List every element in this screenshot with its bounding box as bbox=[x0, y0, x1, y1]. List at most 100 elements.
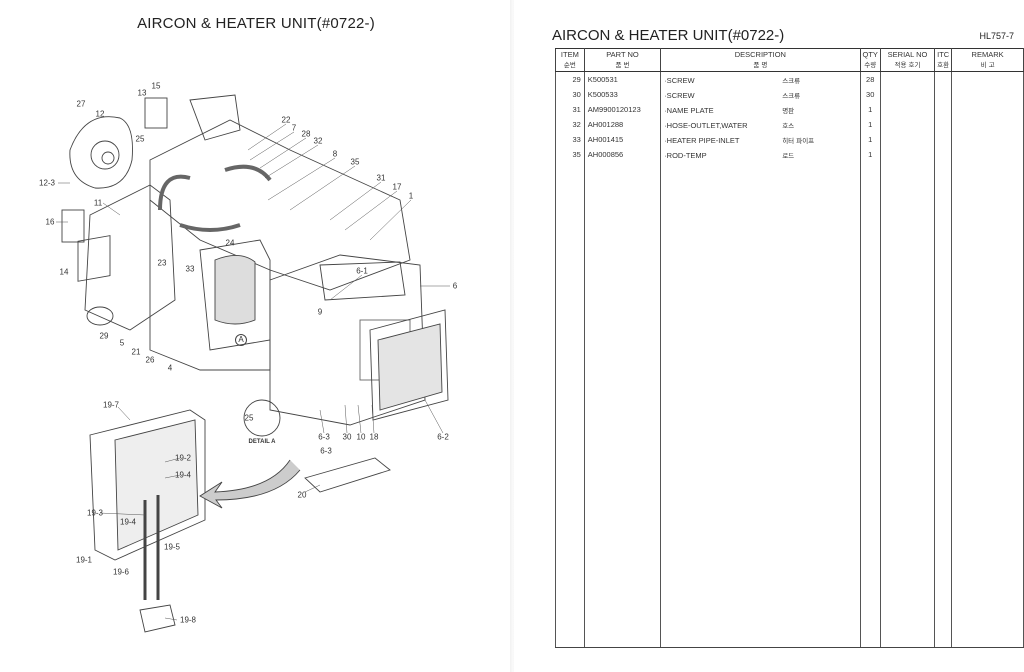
callout-label: 26 bbox=[145, 355, 155, 365]
itc bbox=[934, 117, 953, 132]
callout-label: 21 bbox=[131, 347, 141, 357]
callout-label: 19-6 bbox=[112, 567, 130, 577]
catalog-code: HL757-7 bbox=[979, 31, 1014, 41]
itc bbox=[934, 102, 953, 117]
callout-label: 19-8 bbox=[179, 615, 197, 625]
filter-drawing bbox=[369, 309, 449, 421]
description-en: ·ROD-TEMP bbox=[664, 150, 707, 160]
evaporator-core-drawing bbox=[89, 409, 206, 561]
callout-label: 16 bbox=[45, 217, 55, 227]
remark bbox=[951, 87, 1024, 102]
callout-label: 6-3 bbox=[320, 446, 332, 456]
empty-cell bbox=[660, 162, 861, 648]
itc bbox=[934, 147, 953, 162]
itc bbox=[934, 87, 953, 102]
callout-label: 11 bbox=[93, 198, 103, 208]
callout-label: 24 bbox=[225, 238, 235, 248]
callout-label: 8 bbox=[332, 149, 338, 159]
callout-label: 18 bbox=[369, 432, 379, 442]
serial-no bbox=[879, 132, 936, 147]
serial-no bbox=[879, 71, 936, 87]
serial-no bbox=[879, 117, 936, 132]
callout-label: 31 bbox=[376, 173, 386, 183]
itc bbox=[934, 132, 953, 147]
actuator-15-drawing bbox=[144, 97, 168, 129]
callout-label: 19-2 bbox=[174, 453, 192, 463]
remark bbox=[951, 132, 1024, 147]
part-number: AH001415 bbox=[583, 132, 662, 147]
description-en: ·SCREW bbox=[664, 90, 695, 100]
callout-label: 9 bbox=[317, 307, 323, 317]
item-number: 32 bbox=[555, 117, 585, 132]
serial-no bbox=[879, 87, 936, 102]
callout-label: 12-3 bbox=[38, 178, 56, 188]
callout-label: 28 bbox=[301, 129, 311, 139]
table-empty-area bbox=[555, 162, 1024, 648]
callout-label: 5 bbox=[119, 338, 125, 348]
callout-label: 17 bbox=[392, 182, 402, 192]
empty-cell bbox=[934, 162, 953, 648]
callout-label: A bbox=[235, 334, 247, 346]
callout-label: 7 bbox=[291, 123, 297, 133]
callout-label: 1 bbox=[408, 191, 414, 201]
remark bbox=[951, 117, 1024, 132]
callout-label: 6 bbox=[452, 281, 458, 291]
callout-label: 19-7 bbox=[102, 400, 120, 410]
callout-label: 13 bbox=[137, 88, 147, 98]
callout-label: 25 bbox=[244, 413, 254, 423]
item-number: 35 bbox=[555, 147, 585, 162]
description-ko: 명판 bbox=[782, 106, 795, 115]
part-number: K500531 bbox=[583, 71, 662, 87]
quantity: 28 bbox=[859, 71, 881, 87]
diagram-title: AIRCON & HEATER UNIT(#0722-) bbox=[137, 15, 375, 32]
empty-cell bbox=[951, 162, 1024, 648]
callout-label: 10 bbox=[356, 432, 366, 442]
itc bbox=[934, 71, 953, 87]
quantity: 1 bbox=[859, 147, 881, 162]
part-number: AM9900120123 bbox=[583, 102, 662, 117]
callout-label: 4 bbox=[167, 363, 173, 373]
callout-label: 33 bbox=[185, 264, 195, 274]
callout-label: 6-3 bbox=[318, 432, 330, 442]
parts-list-title: AIRCON & HEATER UNIT(#0722-) bbox=[552, 27, 785, 44]
blower-motor-drawing bbox=[69, 116, 133, 189]
empty-cell bbox=[555, 162, 585, 648]
remark bbox=[951, 147, 1024, 162]
item-number: 29 bbox=[555, 71, 585, 87]
remark bbox=[951, 71, 1024, 87]
callout-label: 35 bbox=[350, 157, 360, 167]
quantity: 1 bbox=[859, 132, 881, 147]
part-number: AH000856 bbox=[583, 147, 662, 162]
detail-label: DETAIL A bbox=[248, 439, 276, 445]
callout-label: 6-2 bbox=[437, 432, 449, 442]
callout-label: 15 bbox=[151, 81, 161, 91]
gasket-drawing bbox=[304, 457, 391, 493]
callout-label: 25 bbox=[135, 134, 145, 144]
part-number: AH001288 bbox=[583, 117, 662, 132]
remark bbox=[951, 102, 1024, 117]
callout-label: 19-1 bbox=[75, 555, 93, 565]
description-ko: 스크류 bbox=[782, 76, 801, 85]
page-gutter bbox=[510, 0, 516, 672]
diagram-page: AIRCON & HEATER UNIT(#0722-) bbox=[38, 15, 458, 633]
callout-label: 20 bbox=[297, 490, 307, 500]
callout-label: 29 bbox=[99, 331, 109, 341]
callout-label: 22 bbox=[281, 115, 291, 125]
callout-label: 19-3 bbox=[86, 508, 104, 518]
